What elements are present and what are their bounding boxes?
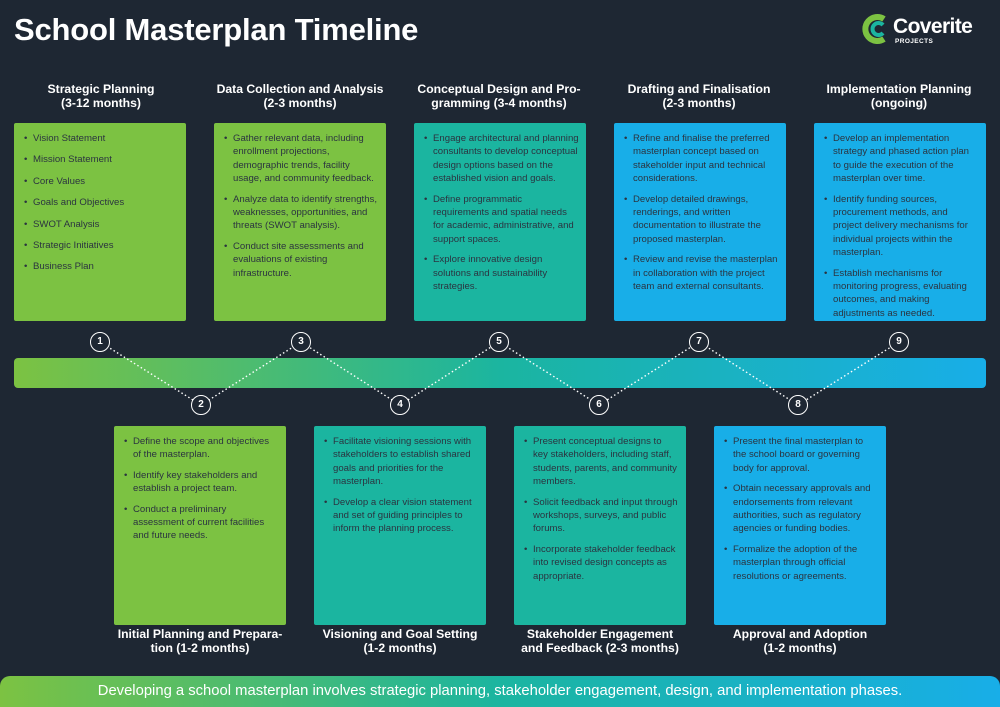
list-item: Identify funding sources, procurement me… (824, 193, 979, 260)
list-item: Facilitate visioning sessions with stake… (324, 435, 479, 489)
list-item: Define the scope and objectives of the m… (124, 435, 279, 462)
step-marker-3: 3 (291, 332, 311, 352)
list-item: Conduct site assessments and evaluations… (224, 240, 379, 280)
timeline-band (14, 358, 986, 388)
phase-4-card: Facilitate visioning sessions with stake… (314, 426, 486, 625)
step-marker-9: 9 (889, 332, 909, 352)
step-marker-8: 8 (788, 395, 808, 415)
list-item: Refine and finalise the preferred master… (624, 132, 779, 186)
page-title: School Masterplan Timeline (14, 12, 419, 47)
list-item: Identify key stakeholders and establish … (124, 469, 279, 496)
phase-1-title: Strategic Planning(3-12 months) (47, 82, 155, 110)
phase-3-card: Gather relevant data, including enrollme… (214, 123, 386, 321)
list-item: Establish mechanisms for monitoring prog… (824, 267, 979, 321)
list-item: SWOT Analysis (24, 218, 179, 232)
step-marker-2: 2 (191, 395, 211, 415)
step-marker-7: 7 (689, 332, 709, 352)
list-item: Review and revise the masterplan in coll… (624, 253, 779, 293)
list-item: Present the final masterplan to the scho… (724, 435, 879, 475)
phase-7-title: Drafting and Finalisation(2-3 months) (627, 82, 771, 110)
list-item: Develop a clear vision statement and set… (324, 496, 479, 536)
list-item: Formalize the adoption of the masterplan… (724, 543, 879, 583)
company-logo: Coverite PROJECTS (862, 13, 982, 49)
logo-subtitle: PROJECTS (895, 38, 934, 45)
list-item: Gather relevant data, including enrollme… (224, 132, 379, 186)
list-item: Mission Statement (24, 153, 179, 167)
step-marker-1: 1 (90, 332, 110, 352)
step-marker-6: 6 (589, 395, 609, 415)
footer-banner: Developing a school masterplan involves … (0, 676, 1000, 707)
phase-9-card: Develop an implementation strategy and p… (814, 123, 986, 321)
list-item: Engage architectural and planning consul… (424, 132, 579, 186)
list-item: Solicit feedback and input through works… (524, 496, 679, 536)
list-item: Core Values (24, 175, 179, 189)
phase-2-title: Initial Planning and Prepara-tion (1-2 m… (117, 627, 283, 655)
phase-4-title: Visioning and Goal Setting(1-2 months) (322, 627, 478, 655)
phase-8-card: Present the final masterplan to the scho… (714, 426, 886, 625)
phase-1-card: Vision Statement Mission Statement Core … (14, 123, 186, 321)
list-item: Vision Statement (24, 132, 179, 146)
phase-5-title: Conceptual Design and Pro-gramming (3-4 … (417, 82, 581, 110)
phase-7-card: Refine and finalise the preferred master… (614, 123, 786, 321)
list-item: Strategic Initiatives (24, 239, 179, 253)
list-item: Business Plan (24, 260, 179, 274)
list-item: Conduct a preliminary assessment of curr… (124, 503, 279, 543)
logo-name: Coverite (893, 15, 973, 38)
list-item: Analyze data to identify strengths, weak… (224, 193, 379, 233)
list-item: Incorporate stakeholder feedback into re… (524, 543, 679, 583)
list-item: Present conceptual designs to key stakeh… (524, 435, 679, 489)
list-item: Develop an implementation strategy and p… (824, 132, 979, 186)
list-item: Obtain necessary approvals and endorseme… (724, 482, 879, 536)
phase-5-card: Engage architectural and planning consul… (414, 123, 586, 321)
coverite-logo-icon (862, 14, 886, 44)
list-item: Goals and Objectives (24, 196, 179, 210)
phase-6-card: Present conceptual designs to key stakeh… (514, 426, 686, 625)
phase-8-title: Approval and Adoption(1-2 months) (732, 627, 868, 655)
phase-9-title: Implementation Planning(ongoing) (826, 82, 972, 110)
list-item: Develop detailed drawings, renderings, a… (624, 193, 779, 247)
step-marker-5: 5 (489, 332, 509, 352)
list-item: Explore innovative design solutions and … (424, 253, 579, 293)
step-marker-4: 4 (390, 395, 410, 415)
list-item: Define programmatic requirements and spa… (424, 193, 579, 247)
phase-3-title: Data Collection and Analysis(2-3 months) (216, 82, 384, 110)
phase-2-card: Define the scope and objectives of the m… (114, 426, 286, 625)
